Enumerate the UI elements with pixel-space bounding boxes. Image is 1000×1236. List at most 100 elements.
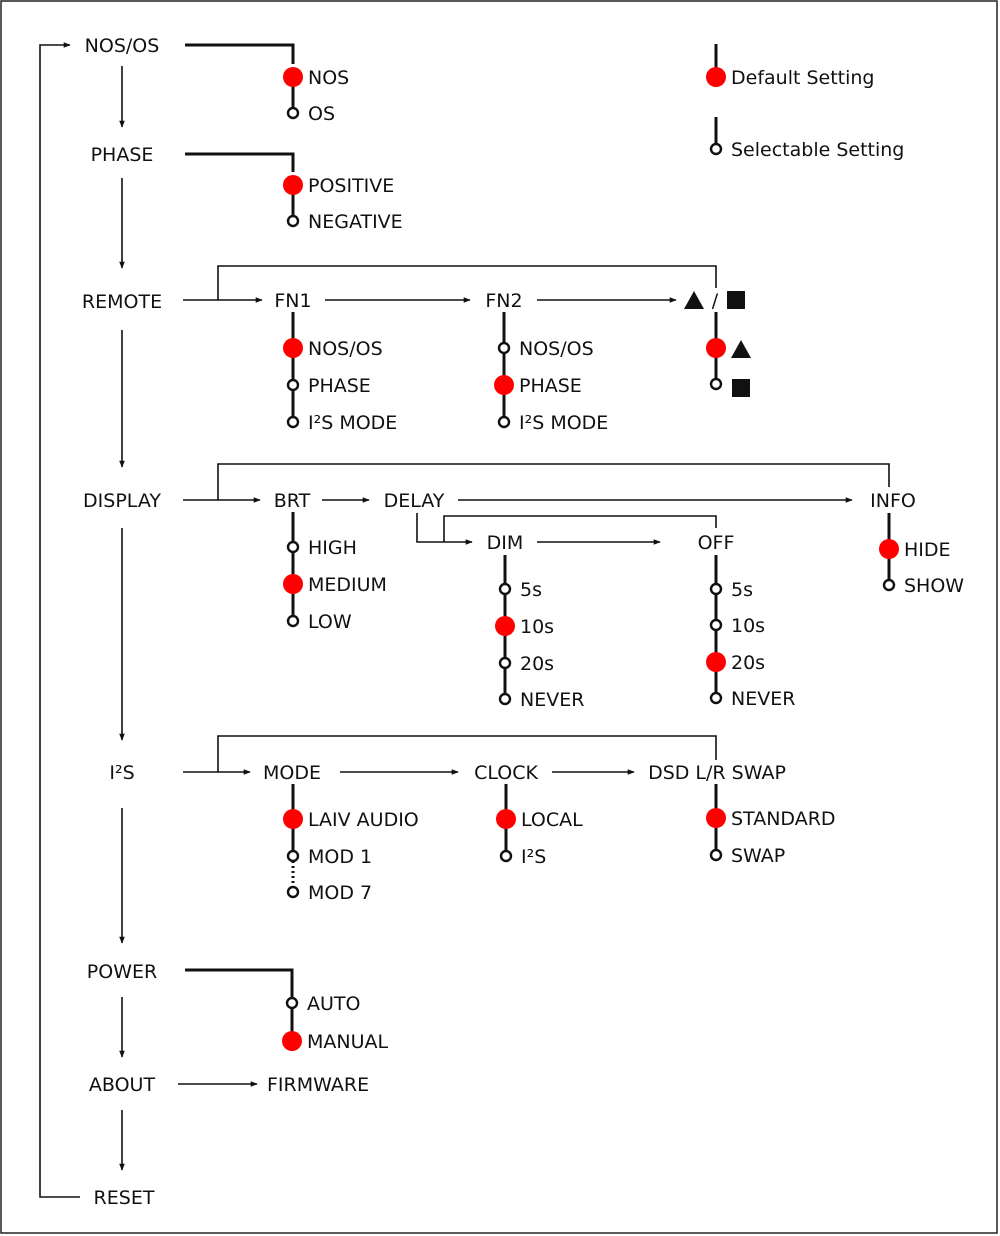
option-label: SHOW: [904, 575, 964, 597]
menu-about: ABOUT: [89, 1074, 156, 1096]
dim-option-20s: 20s: [498, 653, 554, 675]
option-label: 10s: [520, 616, 554, 638]
reset-loop-line: [39, 42, 80, 1198]
selectable-dot: [709, 848, 723, 862]
option-label: NOS/OS: [308, 338, 383, 360]
default-dot: [283, 175, 303, 195]
option-label: LOCAL: [521, 809, 583, 831]
off-options: 5s 10s 20s NEVER: [706, 555, 795, 710]
option-label: NEVER: [520, 689, 584, 711]
brt-option-high: HIGH: [286, 537, 357, 559]
selectable-dot: [709, 582, 723, 596]
default-dot: [283, 574, 303, 594]
option-nos: NOS: [283, 67, 349, 89]
i2s-swap-label: DSD L/R SWAP: [648, 762, 786, 784]
option-label: MEDIUM: [308, 574, 387, 596]
off-option-20s: 20s: [706, 652, 765, 674]
selectable-dot: [285, 996, 299, 1010]
selectable-dot: [286, 415, 300, 429]
off-option-5s: 5s: [709, 579, 753, 601]
triangle-icon: [731, 340, 751, 358]
option-label: PHASE: [308, 375, 371, 397]
shape-separator: /: [712, 290, 719, 312]
selectable-dot: [499, 849, 513, 863]
power-option-auto: AUTO: [285, 993, 360, 1015]
menu-phase: PHASE: [91, 144, 154, 166]
fn1-option-nos-os: NOS/OS: [283, 338, 383, 360]
menu-display: DISPLAY: [83, 490, 161, 512]
fn2-option-phase: PHASE: [494, 375, 582, 397]
option-label: AUTO: [307, 993, 360, 1015]
selectable-dot: [882, 578, 896, 592]
option-label: I²S: [521, 846, 546, 868]
display-dim-label: DIM: [487, 532, 524, 554]
power-option-manual: MANUAL: [282, 1031, 389, 1053]
selectable-dot: [709, 691, 723, 705]
i2s-mode-label: MODE: [263, 762, 321, 784]
default-dot: [283, 809, 303, 829]
option-label: MANUAL: [307, 1031, 389, 1053]
selectable-dot: [286, 885, 300, 899]
option-negative: NEGATIVE: [286, 211, 403, 233]
dim-options: 5s 10s 20s NEVER: [495, 555, 584, 711]
remote-fn2-label: FN2: [485, 290, 522, 312]
mode-option-laiv-audio: LAIV AUDIO: [283, 809, 419, 831]
default-dot: [283, 67, 303, 87]
mode-option-mod-1: MOD 1: [286, 846, 372, 868]
selectable-dot: [498, 582, 512, 596]
display-brt-label: BRT: [274, 490, 311, 512]
option-label: NEGATIVE: [308, 211, 403, 233]
option-label: NEVER: [731, 688, 795, 710]
option-label: I²S MODE: [308, 412, 397, 434]
selectable-dot: [497, 341, 511, 355]
selectable-dot: [498, 656, 512, 670]
menu-power: POWER: [87, 961, 157, 983]
selectable-dot: [497, 415, 511, 429]
mode-option-mod-7: MOD 7: [286, 882, 372, 904]
option-label: 10s: [731, 615, 765, 637]
mode-options: LAIV AUDIO MOD 1 MOD 7: [283, 784, 419, 904]
delay-off-branch: [443, 515, 717, 542]
option-label: I²S MODE: [519, 412, 608, 434]
off-option-10s: 10s: [709, 615, 765, 637]
square-icon: [732, 379, 750, 397]
option-label: HIGH: [308, 537, 357, 559]
fn2-option-nos-os: NOS/OS: [497, 338, 594, 360]
power-connector: [185, 968, 294, 1003]
option-label: 5s: [731, 579, 753, 601]
brt-option-medium: MEDIUM: [283, 574, 387, 596]
nos-os-options: NOS OS: [283, 67, 349, 125]
arrow-delay-dim: [416, 513, 473, 545]
fn2-options: NOS/OS PHASE I²S MODE: [494, 312, 608, 434]
square-icon: [727, 291, 745, 309]
triangle-icon: [684, 291, 704, 309]
info-option-hide: HIDE: [879, 539, 951, 561]
shape-options: [706, 312, 751, 397]
i2s-clock-label: CLOCK: [474, 762, 538, 784]
option-label: MOD 7: [308, 882, 372, 904]
display-off-label: OFF: [698, 532, 735, 554]
power-options: AUTO MANUAL: [282, 993, 389, 1053]
option-label: MOD 1: [308, 846, 372, 868]
option-label: 20s: [731, 652, 765, 674]
info-options: HIDE SHOW: [879, 513, 964, 597]
nos-os-connector: [185, 43, 295, 64]
clock-option-i2s: I²S: [499, 846, 546, 868]
dim-option-10s: 10s: [495, 616, 554, 638]
option-label: STANDARD: [731, 808, 836, 830]
remote-fn1-label: FN1: [274, 290, 311, 312]
display-info-label: INFO: [870, 490, 916, 512]
swap-option-swap: SWAP: [709, 845, 785, 867]
menu-i2s: I²S: [109, 762, 134, 784]
legend-selectable-label: Selectable Setting: [731, 139, 904, 161]
option-label: LOW: [308, 611, 352, 633]
option-label: NOS: [308, 67, 349, 89]
shape-option-dot: [709, 377, 723, 391]
selectable-dot: [286, 378, 300, 392]
default-dot: [879, 539, 899, 559]
legend-default-dot: [706, 67, 726, 87]
legend-selectable-dot: [709, 142, 723, 156]
default-dot: [706, 808, 726, 828]
option-os: OS: [286, 103, 335, 125]
